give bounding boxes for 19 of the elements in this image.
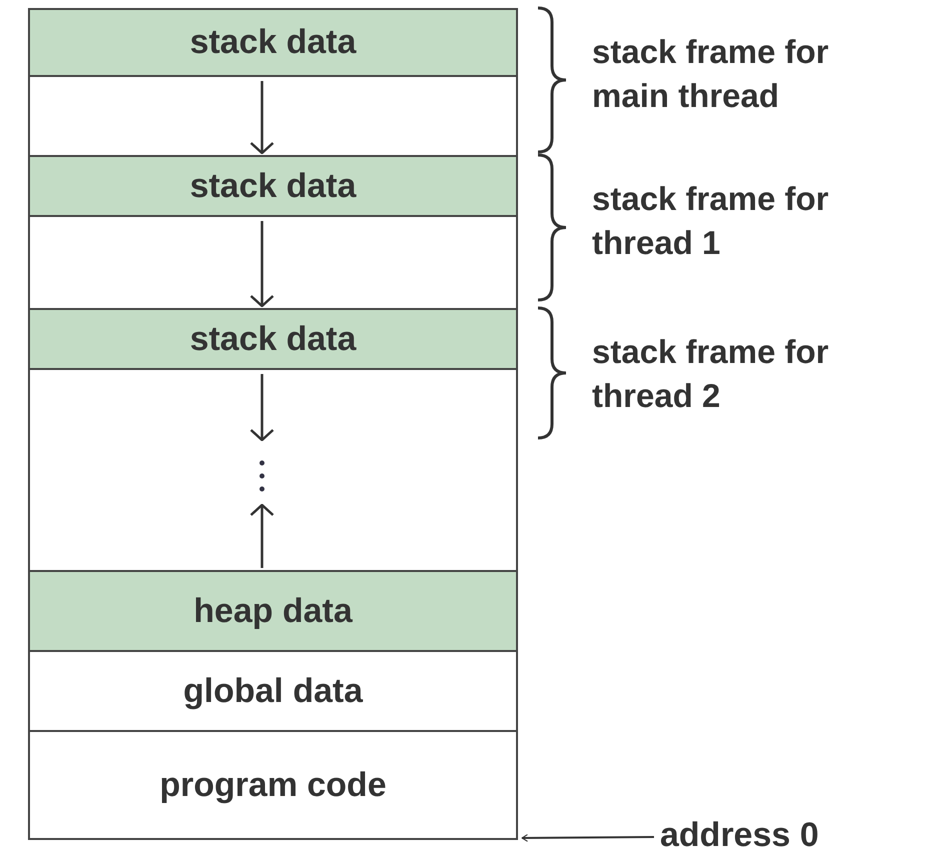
frame-label: stack frame for main thread xyxy=(592,32,830,116)
region-label: stack data xyxy=(190,320,356,358)
arrow xyxy=(250,81,274,154)
region-label: heap data xyxy=(194,592,352,630)
arrow xyxy=(250,504,274,568)
frame-label: stack frame for thread 2 xyxy=(592,332,830,416)
region-label: stack data xyxy=(190,166,356,206)
region-label: stack data xyxy=(190,23,356,62)
region-label: program code xyxy=(160,766,386,804)
leader-arrow xyxy=(521,834,654,842)
frame-label: stack frame for thread 1 xyxy=(592,179,830,263)
memory-region xyxy=(28,570,518,652)
address-label: address 0 xyxy=(660,815,860,855)
memory-region xyxy=(28,308,518,370)
arrow xyxy=(250,374,274,442)
region-label: global data xyxy=(183,672,363,710)
memory-region xyxy=(28,8,518,77)
memory-region xyxy=(28,155,518,217)
arrow xyxy=(250,221,274,308)
